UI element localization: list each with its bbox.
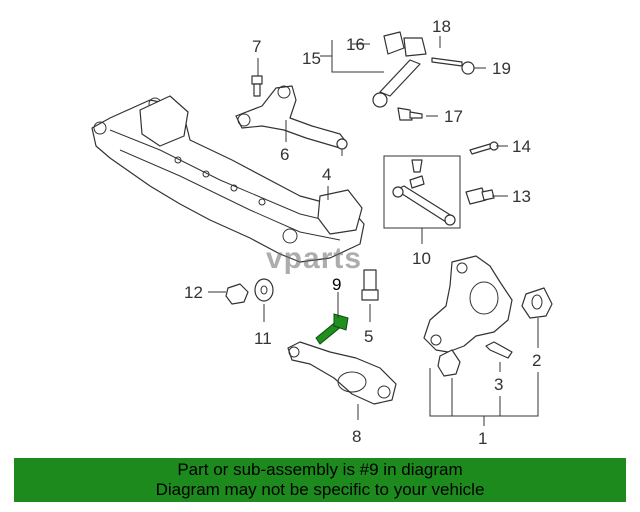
bolt-14-part[interactable]	[469, 141, 499, 155]
toe-link-assembly-part[interactable]	[383, 155, 461, 229]
washer-11-part[interactable]	[254, 278, 274, 302]
callout-16: 16	[346, 35, 365, 54]
callout-8: 8	[352, 427, 361, 446]
callout-18: 18	[432, 17, 451, 36]
callout-12: 12	[184, 283, 203, 302]
callout-19: 19	[492, 59, 511, 78]
bolt-13-part[interactable]	[465, 187, 495, 205]
callout-2: 2	[532, 351, 541, 370]
callout-1: 1	[478, 429, 487, 448]
callout-11: 11	[254, 329, 272, 348]
info-banner: Part or sub-assembly is #9 in diagram Di…	[14, 458, 626, 502]
callout-14: 14	[512, 137, 531, 156]
callout-10: 10	[412, 249, 431, 268]
watermark-text: vparts	[266, 242, 362, 275]
bushing-2-part[interactable]	[521, 287, 553, 319]
rear-crossmember-part[interactable]	[91, 95, 365, 263]
callout-4: 4	[322, 165, 331, 184]
info-banner-line-1: Part or sub-assembly is #9 in diagram	[177, 460, 463, 479]
leader-lines	[208, 36, 539, 426]
bolt-3-part[interactable]	[485, 341, 513, 359]
bolt-5-part[interactable]	[361, 269, 379, 301]
callout-6: 6	[280, 145, 289, 164]
callout-5: 5	[364, 327, 373, 346]
callout-3: 3	[494, 375, 503, 394]
bolt-17-part[interactable]	[397, 107, 423, 121]
info-banner-line-2: Diagram may not be specific to your vehi…	[155, 480, 485, 499]
rear-knuckle-part[interactable]	[423, 255, 513, 353]
callout-7: 7	[252, 37, 261, 56]
bolt-7-part[interactable]	[251, 75, 263, 97]
lateral-link-part[interactable]	[372, 31, 475, 108]
highlighted-part-9[interactable]	[315, 313, 349, 345]
upper-control-arm-part[interactable]	[235, 85, 348, 156]
bushing-3-part[interactable]	[437, 349, 461, 377]
callout-9: 9	[332, 275, 341, 294]
callout-13: 13	[512, 187, 531, 206]
lower-control-arm-part[interactable]	[287, 341, 397, 405]
callout-17: 17	[444, 107, 463, 126]
nut-12-part[interactable]	[225, 283, 249, 305]
callout-15: 15	[302, 49, 321, 68]
